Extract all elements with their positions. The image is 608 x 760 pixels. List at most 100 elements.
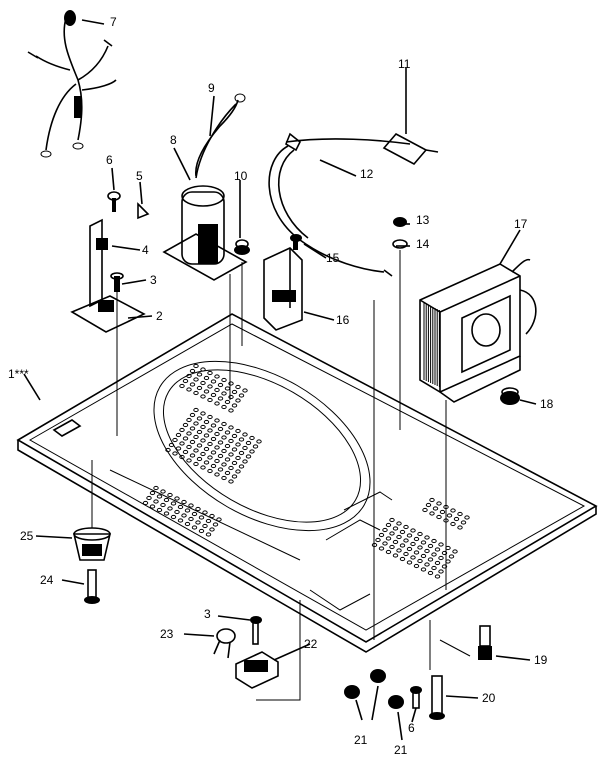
vent-hole (179, 454, 185, 460)
vent-hole (200, 394, 206, 399)
vent-hole (238, 393, 245, 398)
vent-hole (375, 537, 381, 543)
screw-part-19 (478, 625, 492, 660)
power-cord-part-11 (268, 132, 439, 277)
vent-hole (406, 546, 413, 552)
vent-hole (217, 396, 224, 401)
vent-hole (434, 560, 441, 566)
wire-part-9 (195, 93, 246, 177)
vent-hole (242, 459, 248, 464)
vent-hole (175, 432, 182, 438)
vent-hole (210, 423, 217, 428)
vent-hole (175, 446, 182, 451)
vent-hole (417, 558, 423, 564)
vent-hole (427, 570, 434, 576)
vent-hole (205, 532, 212, 537)
vent-hole (252, 444, 259, 449)
vent-hole (425, 502, 432, 508)
vent-hole (396, 548, 402, 553)
vent-hole (196, 385, 203, 391)
vent-hole (179, 441, 185, 446)
vent-hole (378, 546, 385, 551)
vent-hole (189, 368, 196, 374)
vent-hole (200, 367, 206, 372)
callout-21-right: 21 (394, 743, 408, 757)
vent-hole (193, 461, 199, 467)
vent-hole (438, 555, 444, 561)
vent-hole (382, 541, 388, 546)
vent-hole (224, 399, 231, 405)
vent-hole (224, 470, 231, 476)
nut-part-18 (500, 387, 520, 405)
vent-hole (200, 438, 206, 443)
vent-hole (177, 504, 184, 510)
vent-hole (235, 398, 241, 403)
callout-14: 14 (416, 237, 430, 251)
vent-hole (186, 431, 192, 436)
vent-hole (231, 433, 238, 439)
vent-hole (214, 458, 220, 464)
vent-hole (207, 370, 213, 376)
vent-hole (399, 543, 406, 548)
vent-hole (389, 544, 395, 550)
callout-3-top: 3 (150, 273, 157, 287)
vent-hole (189, 426, 196, 431)
vent-hole (378, 532, 385, 538)
callout-18: 18 (540, 397, 554, 411)
vent-hole (242, 388, 248, 393)
vent-hole (382, 527, 388, 533)
vent-hole (160, 489, 166, 494)
vent-hole (434, 574, 441, 579)
vent-hole (200, 465, 206, 470)
vent-hole (214, 431, 220, 437)
vent-hole (177, 518, 184, 523)
vent-hole (450, 508, 456, 513)
foot-part-25 (72, 527, 112, 561)
vent-hole (189, 382, 196, 387)
vent-hole (450, 521, 456, 527)
vent-hole (186, 373, 192, 379)
vent-hole (403, 538, 409, 543)
vent-hole (207, 384, 213, 389)
vent-hole (452, 549, 458, 554)
grommet-part-10 (234, 239, 250, 255)
vent-hole (432, 506, 439, 511)
callout-25: 25 (20, 529, 34, 543)
vent-hole (389, 531, 395, 536)
vent-hole (202, 510, 208, 515)
vent-hole (210, 392, 217, 398)
vent-hole (156, 507, 163, 513)
vent-hole (193, 377, 199, 382)
vent-hole (221, 462, 227, 467)
vent-hole (193, 407, 199, 413)
vent-hole (188, 516, 194, 522)
vent-holes (142, 363, 470, 579)
vent-hole (231, 474, 238, 479)
vent-hole (200, 424, 206, 430)
vent-hole (168, 442, 175, 448)
vent-hole (436, 501, 442, 506)
vent-hole (179, 427, 185, 433)
vent-hole (189, 412, 196, 418)
vent-hole (231, 447, 238, 452)
vent-hole (235, 428, 241, 434)
vent-hole (156, 494, 163, 499)
vent-hole (235, 455, 241, 461)
callout-10: 10 (234, 169, 248, 183)
vent-hole (200, 380, 206, 386)
vent-hole (392, 539, 399, 545)
vent-hole (224, 386, 231, 391)
vent-hole (385, 549, 392, 555)
screw-part-6-lower (410, 686, 422, 709)
vent-hole (438, 542, 444, 547)
transformer-part-17 (419, 258, 537, 403)
vent-hole (228, 425, 234, 430)
screw-part-3-lower (250, 616, 262, 645)
foot-part-21 (344, 669, 404, 709)
vent-hole (193, 363, 199, 369)
vent-hole (228, 479, 234, 484)
vent-hole (174, 509, 180, 515)
callout-5: 5 (136, 169, 143, 183)
vent-hole (172, 437, 178, 443)
vent-hole (417, 545, 423, 550)
